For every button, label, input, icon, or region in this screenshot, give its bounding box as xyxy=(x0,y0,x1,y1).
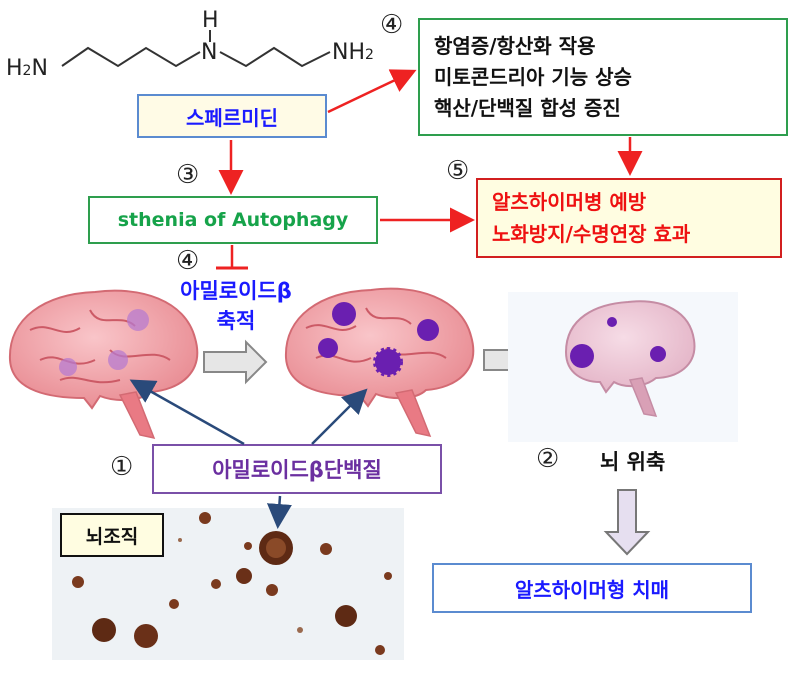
arrow-protein-to-brain-early xyxy=(129,379,245,446)
step-1: ① xyxy=(110,452,134,482)
effects-box: 항염증/항산화 작용 미토콘드리아 기능 상승 핵산/단백질 합성 증진 xyxy=(418,18,788,136)
brain-atrophy-label: 뇌 위축 xyxy=(600,450,666,474)
step-4-mid: ④ xyxy=(176,246,200,276)
brain-early xyxy=(8,289,199,440)
brain-tissue-text: 뇌조직 xyxy=(85,525,139,548)
plaque xyxy=(417,319,439,341)
effect-line-2: 미토콘드리아 기능 상승 xyxy=(434,64,632,89)
arrow-protein-to-tissue xyxy=(266,495,292,529)
plaque xyxy=(318,338,338,358)
prevention-box: 알츠하이머병 예방 노화방지/수명연장 효과 xyxy=(476,178,782,258)
spermidine-box: 스페르미딘 xyxy=(137,94,327,138)
arrow-protein-to-brain-advanced xyxy=(311,388,368,445)
amyloid-accumulation-label: 아밀로이드β 축적 xyxy=(166,276,306,336)
plaque xyxy=(59,358,77,376)
arrow-atrophy-to-dementia xyxy=(603,489,651,556)
middle-n-label: N xyxy=(201,40,218,65)
step-3: ③ xyxy=(176,160,200,190)
plaque xyxy=(332,302,356,326)
amyloid-accum-line-2: 축적 xyxy=(216,309,256,333)
brain-advanced xyxy=(284,287,475,438)
autophagy-text: sthenia of Autophagy xyxy=(117,209,349,231)
dementia-box: 알츠하이머형 치매 xyxy=(432,563,752,613)
step-4-top: ④ xyxy=(380,10,404,40)
plaque xyxy=(127,309,149,331)
plaque xyxy=(607,317,617,327)
amyloid-protein-box: 아밀로이드β단백질 xyxy=(152,444,442,494)
plaque xyxy=(108,350,128,370)
dementia-text: 알츠하이머형 치매 xyxy=(514,577,670,602)
amyloid-protein-text: 아밀로이드β단백질 xyxy=(212,458,382,482)
brain-tissue-label: 뇌조직 xyxy=(60,513,164,557)
spermidine-text: 스페르미딘 xyxy=(186,105,278,130)
plaque xyxy=(373,347,403,377)
progress-arrow-1 xyxy=(203,339,268,385)
step-2: ② xyxy=(536,444,560,474)
effect-line-1: 항염증/항산화 작용 xyxy=(434,33,596,58)
left-amine-label: H2N xyxy=(6,56,48,81)
prevention-line-2: 노화방지/수명연장 효과 xyxy=(492,222,691,246)
right-amine-label: NH2 xyxy=(332,40,374,65)
effect-line-3: 핵산/단백질 합성 증진 xyxy=(434,95,621,120)
amyloid-accum-line-1: 아밀로이드β xyxy=(180,279,292,303)
plaque xyxy=(570,344,594,368)
prevention-line-1: 알츠하이머병 예방 xyxy=(492,190,647,214)
autophagy-box: sthenia of Autophagy xyxy=(88,196,378,244)
step-5: ⑤ xyxy=(446,156,470,186)
middle-h-label: H xyxy=(202,8,219,33)
plaque xyxy=(650,346,666,362)
brain-atrophied xyxy=(508,292,738,442)
arrow-spermidine-to-effects xyxy=(327,69,417,114)
